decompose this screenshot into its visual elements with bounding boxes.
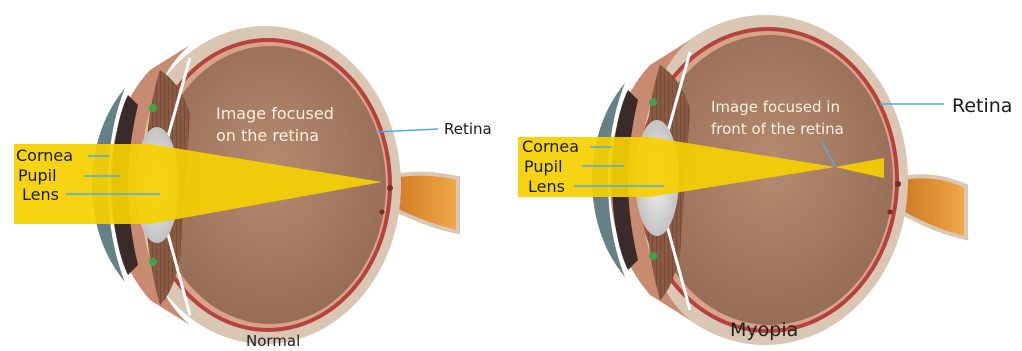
- myopia-lens-label: Lens: [528, 177, 565, 196]
- myopia-pupil-label: Pupil: [524, 157, 563, 176]
- normal-eye: Cornea Pupil Lens Retina Image focused o…: [14, 26, 492, 350]
- myopia-cornea-label: Cornea: [522, 137, 579, 156]
- myopia-caption: Myopia: [730, 319, 798, 341]
- normal-retina-label: Retina: [444, 120, 492, 138]
- myopia-focus-text-line2: front of the retina: [711, 120, 844, 138]
- myopia-eye: Cornea Pupil Lens Retina Image focused i…: [518, 15, 1012, 345]
- myopia-focus-text-line1: Image focused in: [711, 98, 840, 116]
- normal-lens-label: Lens: [22, 185, 59, 204]
- myopia-retina-label: Retina: [952, 95, 1012, 117]
- normal-pupil-label: Pupil: [18, 166, 57, 185]
- normal-caption: Normal: [246, 332, 300, 350]
- normal-focus-text-line1: Image focused: [216, 104, 334, 123]
- normal-cornea-label: Cornea: [16, 146, 73, 165]
- normal-focus-text-line2: on the retina: [216, 126, 319, 145]
